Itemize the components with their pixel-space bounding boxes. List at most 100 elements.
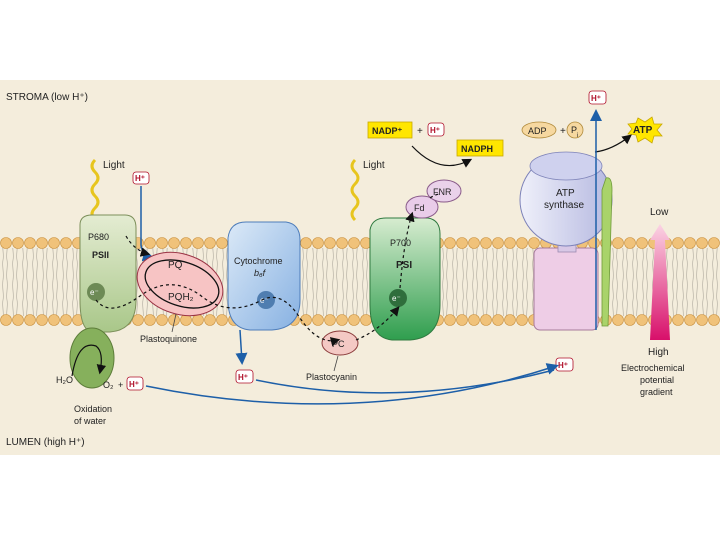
phospholipid-head (444, 237, 456, 249)
phospholipid-head (48, 314, 60, 326)
phospholipid-head (492, 237, 504, 249)
plastoquinone-leader (171, 313, 177, 333)
h-plus-lumen-2 (235, 369, 254, 384)
pq-label: PQ (168, 260, 183, 271)
cytochrome-line1: Cytochrome (234, 256, 283, 266)
phospholipid-head (468, 237, 480, 249)
light-wave-left (90, 158, 100, 222)
fnr-protein (426, 179, 462, 203)
photosystem-i: P700 PSI e⁻ (369, 217, 441, 341)
cytochrome-b6f: Cytochrome b₆f e⁻ (227, 221, 301, 331)
nadph-box (456, 139, 504, 157)
nadph-reaction-arrow (411, 145, 473, 168)
phospholipid-head (300, 237, 312, 249)
electron-psii-label: e⁻ (90, 288, 99, 297)
phospholipid-head (204, 314, 216, 326)
phospholipid-head (168, 314, 180, 326)
phospholipid-head (12, 314, 24, 326)
gradient-line1: Electrochemical (621, 363, 685, 373)
atp-burst (627, 116, 663, 144)
gradient-arrow (650, 224, 670, 340)
psii-label: PSII (92, 250, 109, 260)
lumen-label: LUMEN (high H⁺) (6, 437, 85, 448)
electron-psi (389, 289, 407, 307)
phospholipid-head (516, 237, 528, 249)
phospholipid-head (216, 237, 228, 249)
h-plus-lumen-1-text: H⁺ (129, 380, 139, 389)
atp-synthase-line1: ATP (556, 188, 575, 199)
pi-label: P (571, 125, 577, 135)
pi-oval (566, 121, 584, 139)
fd-label: Fd (414, 203, 425, 213)
phospholipid-head (336, 237, 348, 249)
phospholipid-head (60, 314, 72, 326)
phospholipid-head (180, 237, 192, 249)
pi-sub: i (577, 133, 578, 139)
phospholipid-head (492, 314, 504, 326)
phospholipid-head (300, 314, 312, 326)
h-plus-lumen-3-text: H⁺ (558, 361, 568, 370)
adp-oval (521, 121, 557, 139)
phospholipid-head (636, 237, 648, 249)
phospholipid-head (144, 314, 156, 326)
phospholipid-head (528, 237, 540, 249)
phospholipid-head (324, 314, 336, 326)
phospholipid-head (24, 314, 36, 326)
phospholipid-head (696, 314, 708, 326)
nadph-label: NADPH (461, 144, 493, 154)
phospholipid-head (480, 237, 492, 249)
phospholipid-head (624, 314, 636, 326)
plastocyanin-label: Plastocyanin (306, 372, 357, 382)
phospholipid-head (0, 237, 12, 249)
phospholipid-head (708, 237, 720, 249)
gradient-line2: potential (640, 375, 674, 385)
water-oxidation-arrow (71, 344, 107, 377)
phospholipid-head (312, 237, 324, 249)
phospholipid-head (480, 314, 492, 326)
phospholipid-head (468, 314, 480, 326)
gradient-high-label: High (648, 347, 669, 358)
electron-path-pc-psi (355, 306, 400, 341)
o2-plus: + (118, 380, 123, 390)
phospholipid-head (192, 237, 204, 249)
oxidation-line1: Oxidation (74, 404, 112, 414)
phospholipid-head (444, 314, 456, 326)
atp-reaction-arrow (594, 134, 632, 153)
pqh2-label: PQH₂ (168, 292, 194, 303)
phospholipid-head (612, 237, 624, 249)
h2o-label: H₂O (56, 375, 73, 385)
phospholipid-head (144, 237, 156, 249)
h-plus-stroma-2-text: H⁺ (591, 94, 601, 103)
fnr-label: FNR (433, 187, 452, 197)
phospholipid-head (216, 314, 228, 326)
phospholipid-head (24, 237, 36, 249)
oxidation-line2: of water (74, 416, 106, 426)
phospholipid-head (456, 314, 468, 326)
nadp-box (367, 121, 413, 139)
stroma-label: STROMA (low H⁺) (6, 92, 88, 103)
phospholipid-head (156, 237, 168, 249)
proton-flow-arc-2 (255, 369, 555, 394)
light-left-label: Light (103, 160, 125, 171)
phospholipid-head (624, 237, 636, 249)
atp-synthase-line2: synthase (544, 200, 584, 211)
adp-label: ADP (528, 126, 547, 136)
plastoquinone: PQ PQH₂ (136, 251, 224, 317)
phospholipid-head (612, 314, 624, 326)
phospholipid-head (684, 237, 696, 249)
nadp-label: NADP⁺ (372, 126, 403, 136)
electron-path-fd-fnr (429, 193, 441, 199)
nadp-plus: + (417, 126, 423, 137)
phospholipid-head (168, 237, 180, 249)
psi-label: PSI (396, 260, 412, 271)
gradient-line3: gradient (640, 387, 673, 397)
phospholipid-head (672, 314, 684, 326)
electron-psi-label: e⁻ (392, 294, 401, 303)
electron-cytochrome-label: e⁻ (260, 296, 269, 305)
phospholipid-head (48, 237, 60, 249)
phospholipid-head (36, 237, 48, 249)
phospholipid-head (360, 314, 372, 326)
phospholipid-head (312, 314, 324, 326)
